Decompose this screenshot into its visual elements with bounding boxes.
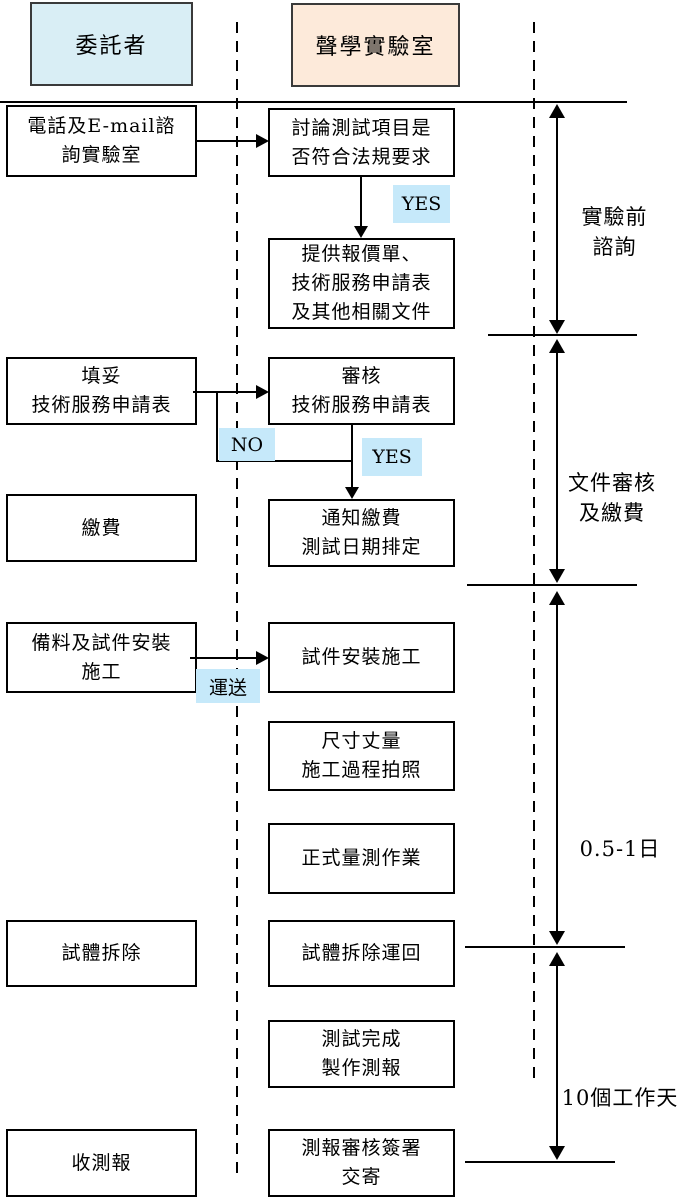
client-step-box: 試體拆除 xyxy=(6,920,197,987)
top-separator-line xyxy=(0,101,627,103)
actor-client-header: 委託者 xyxy=(30,2,193,86)
flow-arrow-line xyxy=(190,657,257,659)
lab-step-text: 試體拆除運回 xyxy=(301,942,422,964)
lifeline-lab xyxy=(533,22,535,1078)
lab-step-text: 尺寸丈量 施工過程拍照 xyxy=(301,730,422,781)
yes-label-text: YES xyxy=(372,446,412,468)
phase-label: 10個工作天 xyxy=(558,1053,681,1113)
timeline-arrow-head-icon xyxy=(549,1146,565,1160)
client-step-box: 電話及E-mail諮 詢實驗室 xyxy=(6,105,197,177)
phase-label-text: 0.5-1日 xyxy=(579,837,661,861)
timeline-arrow-head-icon xyxy=(549,104,565,118)
phase-label: 實驗前 諮詢 xyxy=(562,172,667,262)
flow-arrow-head-icon xyxy=(256,385,269,399)
phase-label-text: 10個工作天 xyxy=(561,1086,679,1110)
lab-step-box: 試體拆除運回 xyxy=(268,920,455,987)
client-step-text: 試體拆除 xyxy=(61,942,142,964)
no-feedback-line xyxy=(216,392,218,462)
lab-step-text: 討論測試項目是 否符合法規要求 xyxy=(291,116,432,168)
timeline-arrow-line xyxy=(556,116,558,322)
lab-step-box: 提供報價單、 技術服務申請表 及其他相關文件 xyxy=(268,238,455,329)
client-step-text: 收測報 xyxy=(71,1151,132,1174)
phase-separator xyxy=(467,584,637,586)
transport-label: 運送 xyxy=(196,669,260,703)
client-step-text: 填妥 技術服務申請表 xyxy=(31,365,172,416)
transport-label-text: 運送 xyxy=(208,676,247,699)
lab-step-box: 通知繳費 測試日期排定 xyxy=(268,499,455,567)
yes-label: YES xyxy=(393,185,450,223)
yes-label-text: YES xyxy=(401,193,442,215)
client-step-text: 電話及E-mail諮 詢實驗室 xyxy=(27,115,176,166)
actor-lab-header: 聲學實驗室 xyxy=(291,3,460,87)
actor-lab-label: 聲學實驗室 xyxy=(315,35,436,60)
client-step-box: 收測報 xyxy=(6,1129,197,1197)
lab-step-box: 試件安裝施工 xyxy=(268,622,455,693)
lifeline-client xyxy=(236,22,238,1180)
lab-step-text: 通知繳費 測試日期排定 xyxy=(301,507,422,558)
phase-label-text: 實驗前 諮詢 xyxy=(581,205,648,259)
flow-arrow-line xyxy=(351,425,353,489)
flow-arrow-line xyxy=(360,177,362,228)
lab-step-text: 提供報價單、 技術服務申請表 及其他相關文件 xyxy=(291,243,432,323)
timeline-arrow-line xyxy=(556,351,558,571)
timeline-arrow-head-icon xyxy=(549,591,565,605)
lab-step-text: 試件安裝施工 xyxy=(301,646,422,668)
timeline-arrow-line xyxy=(556,964,558,1148)
no-label: NO xyxy=(219,428,275,461)
no-feedback-line xyxy=(216,460,353,462)
lab-step-text: 審核 技術服務申請表 xyxy=(291,365,432,416)
phase-label-text: 文件審核 及繳費 xyxy=(568,471,656,525)
flow-arrow-line xyxy=(193,391,257,393)
lab-step-box: 測報審核簽署 交寄 xyxy=(268,1129,455,1197)
lab-step-text: 測試完成 製作測報 xyxy=(321,1028,402,1079)
flow-arrow-head-icon xyxy=(256,134,269,148)
lab-step-box: 測試完成 製作測報 xyxy=(268,1020,455,1088)
lab-step-box: 討論測試項目是 否符合法規要求 xyxy=(268,108,455,177)
timeline-arrow-line xyxy=(556,603,558,933)
lab-step-box: 尺寸丈量 施工過程拍照 xyxy=(268,721,455,791)
no-label-text: NO xyxy=(230,433,264,456)
timeline-arrow-head-icon xyxy=(549,952,565,966)
client-step-text: 備料及試件安裝 施工 xyxy=(31,631,172,683)
timeline-arrow-head-icon xyxy=(549,931,565,945)
timeline-arrow-head-icon xyxy=(549,569,565,583)
flow-arrow-head-icon xyxy=(256,651,269,665)
flow-arrow-head-icon xyxy=(354,226,368,238)
client-step-box: 填妥 技術服務申請表 xyxy=(6,357,197,425)
lab-step-box: 審核 技術服務申請表 xyxy=(268,357,455,425)
lab-step-text: 測報審核簽署 交寄 xyxy=(301,1137,422,1188)
lab-step-text: 正式量測作業 xyxy=(301,847,422,869)
phase-separator xyxy=(488,334,637,336)
flow-arrow-line xyxy=(197,140,257,142)
lab-step-box: 正式量測作業 xyxy=(268,823,455,894)
actor-client-label: 委託者 xyxy=(75,34,148,59)
phase-separator xyxy=(465,946,625,948)
phase-separator xyxy=(465,1161,615,1163)
flow-arrow-head-icon xyxy=(345,487,359,499)
client-step-box: 備料及試件安裝 施工 xyxy=(6,622,197,693)
timeline-arrow-head-icon xyxy=(549,320,565,334)
phase-label: 0.5-1日 xyxy=(560,804,680,864)
phase-label: 文件審核 及繳費 xyxy=(557,438,667,528)
timeline-arrow-head-icon xyxy=(549,339,565,353)
yes-label: YES xyxy=(362,438,422,476)
client-step-box: 繳費 xyxy=(6,494,197,562)
client-step-text: 繳費 xyxy=(81,516,122,539)
